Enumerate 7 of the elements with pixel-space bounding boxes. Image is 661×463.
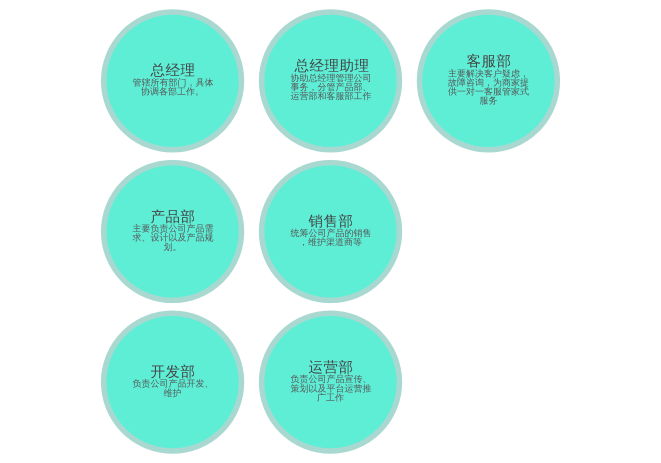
node-circle: 客服部 主要解决客户疑虑，故障咨询，为商家提供一对一客服管家式服务 [416,9,560,153]
node-circle: 产品部 主要负责公司产品需求、设计以及产品规划。 [100,160,244,304]
node-circle: 销售部 统筹公司产品的销售，维护渠道商等 [258,160,402,304]
node-circle: 总经理助理 协助总经理管理公司事务，分管产品部、运营部和客服部工作 [258,9,402,153]
node-circle: 总经理 管辖所有部门，具体协调各部工作。 [100,9,244,153]
node-circle: 开发部 负责公司产品开发、维护 [100,310,244,454]
node-circle: 运营部 负责公司产品宣传、策划以及平台运营推广工作 [258,310,402,454]
